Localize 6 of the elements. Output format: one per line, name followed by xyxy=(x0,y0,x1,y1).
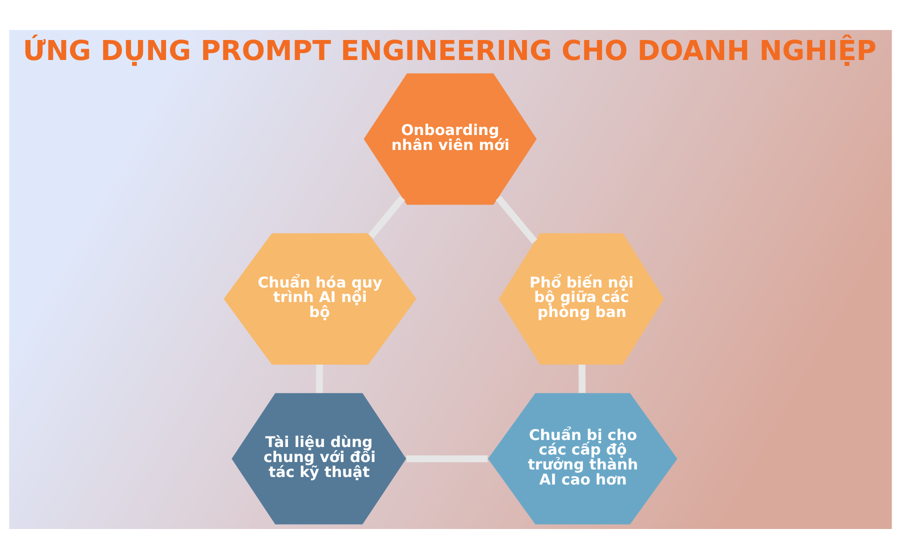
connector xyxy=(495,195,537,244)
connector xyxy=(406,454,488,462)
connector xyxy=(578,364,586,392)
diagram-title: ỨNG DỤNG PROMPT ENGINEERING CHO DOANH NGHIỆP xyxy=(22,35,876,66)
connector xyxy=(368,195,405,238)
connector xyxy=(315,364,322,392)
